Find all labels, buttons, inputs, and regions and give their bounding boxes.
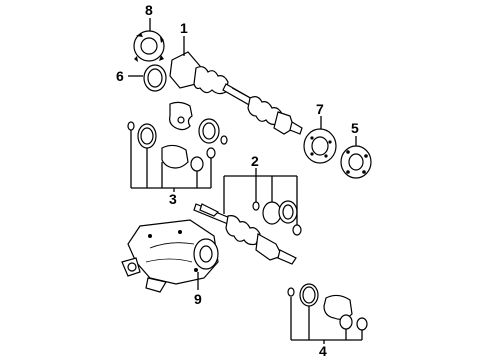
part-1-drive-shaft-assembly bbox=[169, 51, 303, 135]
callout-5: 5 bbox=[351, 120, 359, 136]
part-7-flange bbox=[303, 128, 337, 164]
part-2-drive-shaft-assembly bbox=[193, 200, 302, 265]
callout-2: 2 bbox=[251, 153, 259, 169]
callout-8: 8 bbox=[145, 2, 153, 18]
part-4-boot-kit bbox=[287, 283, 368, 331]
part-8-retainer-ring bbox=[133, 30, 165, 62]
callout-9: 9 bbox=[194, 291, 202, 307]
callout-4: 4 bbox=[319, 343, 327, 359]
callout-7: 7 bbox=[316, 101, 324, 117]
leader-lines bbox=[128, 18, 363, 344]
part-9-differential-carrier bbox=[121, 219, 219, 293]
callout-1: 1 bbox=[180, 20, 188, 36]
part-5-hub bbox=[340, 145, 372, 179]
callout-6: 6 bbox=[116, 68, 124, 84]
part-3-boot-kit bbox=[127, 101, 228, 172]
callout-3: 3 bbox=[169, 191, 177, 207]
part-6-snap-ring bbox=[143, 64, 167, 92]
